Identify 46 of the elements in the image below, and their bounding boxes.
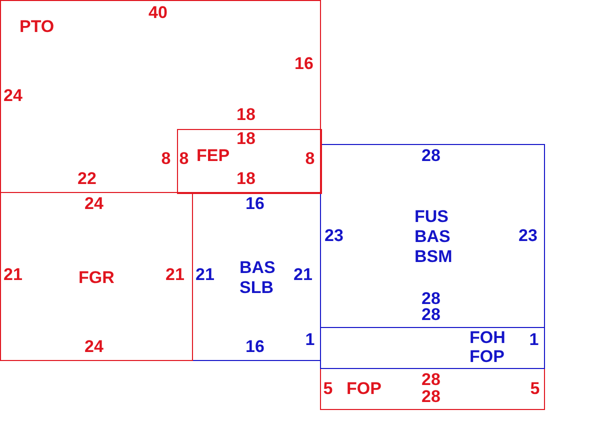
dimension-label: 28 xyxy=(422,388,440,406)
room-outline xyxy=(0,192,193,361)
dimension-label: 16 xyxy=(246,195,264,213)
room-code: BAS xyxy=(240,258,276,278)
dimension-label: 18 xyxy=(236,170,256,188)
dimension-label: 23 xyxy=(518,227,538,245)
dimension-label: 1 xyxy=(305,331,315,349)
dimension-label: 28 xyxy=(422,371,440,389)
room-code: FUS xyxy=(414,206,448,226)
dimension-label: 28 xyxy=(422,290,440,308)
room-code: FOP xyxy=(346,378,382,398)
dimension-label: 40 xyxy=(148,4,168,22)
room-code: FOP xyxy=(470,346,504,366)
dimension-label: 21 xyxy=(294,266,312,284)
room-code: FGR xyxy=(78,268,114,288)
dimension-label: 16 xyxy=(294,55,314,73)
room-code: PTO xyxy=(20,16,54,36)
room-outline xyxy=(0,0,321,193)
room-code: SLB xyxy=(240,278,274,298)
dimension-label: 18 xyxy=(236,106,256,124)
dimension-label: 8 xyxy=(305,150,315,168)
dimension-label: 22 xyxy=(78,170,96,188)
dimension-label: 21 xyxy=(4,266,22,284)
dimension-label: 5 xyxy=(323,380,333,398)
dimension-label: 1 xyxy=(529,331,539,349)
dimension-label: 8 xyxy=(179,150,189,168)
dimension-label: 28 xyxy=(422,306,440,324)
room-outline xyxy=(320,327,545,369)
room-outline xyxy=(320,368,545,410)
dimension-label: 16 xyxy=(246,338,264,356)
room-code: FOH xyxy=(470,328,506,348)
dimension-label: 28 xyxy=(422,147,440,165)
room-outline xyxy=(177,129,322,194)
room-code: FEP xyxy=(196,146,230,166)
room-code: BAS xyxy=(414,226,450,246)
dimension-label: 18 xyxy=(236,130,256,148)
room-code: BSM xyxy=(414,246,452,266)
dimension-label: 24 xyxy=(4,87,22,105)
dimension-label: 8 xyxy=(161,150,171,168)
dimension-label: 21 xyxy=(166,266,184,284)
dimension-label: 21 xyxy=(196,266,214,284)
dimension-label: 23 xyxy=(324,227,344,245)
room-outline xyxy=(320,144,545,328)
dimension-label: 24 xyxy=(84,195,104,213)
dimension-label: 5 xyxy=(530,380,540,398)
dimension-label: 24 xyxy=(84,338,104,356)
